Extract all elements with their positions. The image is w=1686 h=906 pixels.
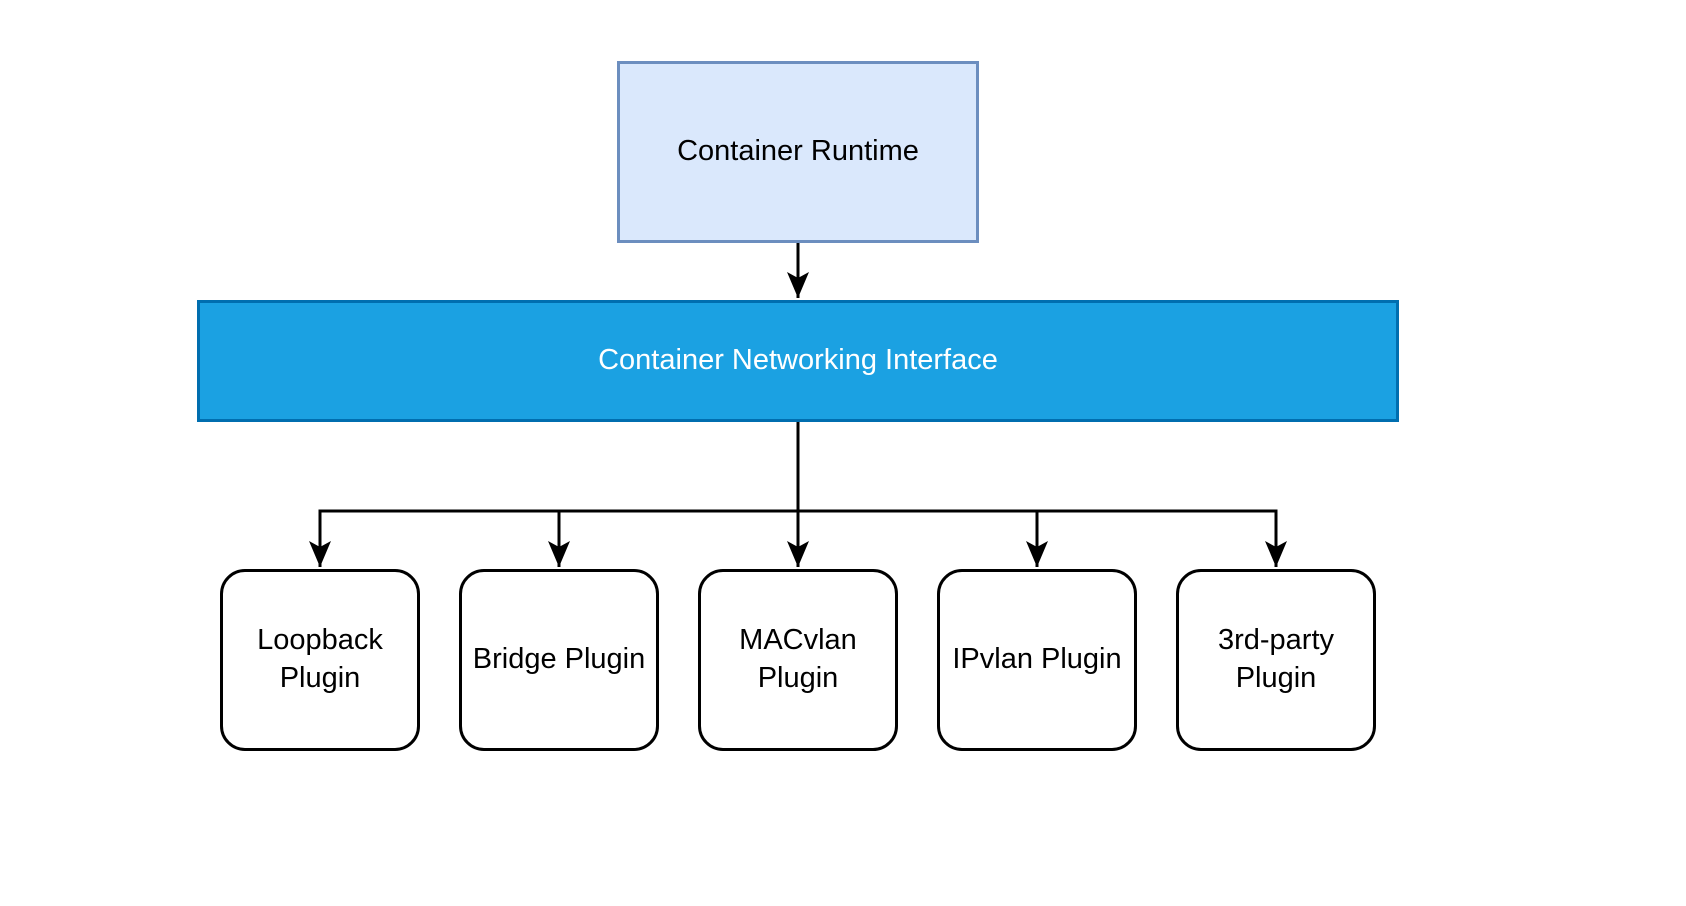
plugin-node-label: Loopback Plugin	[257, 624, 383, 694]
plugin-node-label: MACvlan Plugin	[739, 624, 857, 694]
plugin-node-macvlan: MACvlan Plugin	[698, 569, 898, 751]
plugin-node-ipvlan: IPvlan Plugin	[937, 569, 1137, 751]
cni-node: Container Networking Interface	[197, 300, 1399, 422]
plugin-node-label: IPvlan Plugin	[952, 643, 1122, 676]
plugin-node-label: Bridge Plugin	[472, 643, 646, 676]
plugin-node-loopback: Loopback Plugin	[220, 569, 420, 751]
runtime-node-label: Container Runtime	[677, 135, 919, 168]
plugin-node-bridge: Bridge Plugin	[459, 569, 659, 751]
plugin-node-3rd-party: 3rd-party Plugin	[1176, 569, 1376, 751]
runtime-node: Container Runtime	[617, 61, 979, 243]
cni-node-label: Container Networking Interface	[598, 344, 998, 377]
plugin-node-label: 3rd-party Plugin	[1217, 624, 1335, 694]
